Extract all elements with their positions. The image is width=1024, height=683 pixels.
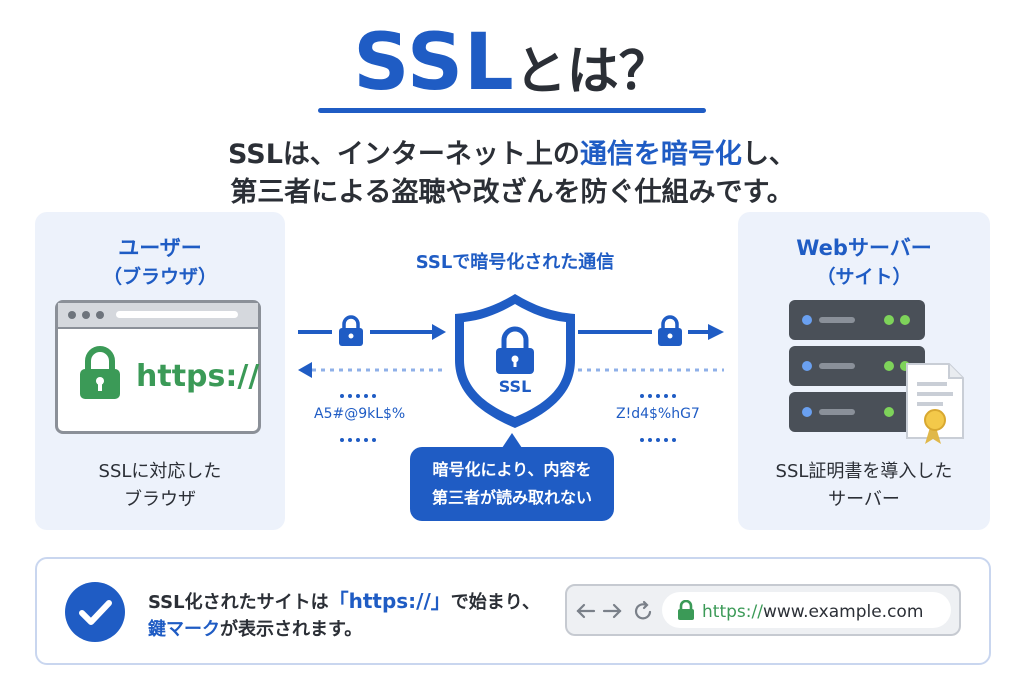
browser-url-bar — [116, 311, 238, 318]
summary-https: 「https://」 — [328, 589, 451, 613]
server-panel-caption-1: SSL証明書を導入した — [775, 461, 953, 482]
lock-icon — [658, 315, 682, 346]
summary-lock-mark: 鍵マーク — [148, 619, 220, 640]
user-panel-caption-1: SSLに対応した — [98, 461, 222, 482]
browser-title-bar — [58, 303, 258, 329]
shield-label: SSL — [498, 377, 532, 396]
check-icon — [65, 582, 125, 642]
url-field[interactable] — [662, 592, 951, 628]
back-arrow-icon — [576, 603, 596, 619]
cipher-text-left: A5#@9kL$% — [314, 406, 406, 422]
title-suffix: とは？ — [514, 42, 671, 102]
url-scheme: https:// — [702, 602, 763, 622]
subtitle-text: し、 — [741, 139, 796, 170]
certificate-icon — [906, 363, 964, 444]
url-host: www.example.com — [762, 602, 924, 622]
user-panel-title: ユーザー — [118, 236, 202, 260]
browser-https-text: https:// — [136, 359, 260, 394]
info-bubble: 暗号化により、内容を 第三者が読み取れない — [410, 447, 614, 521]
bubble-line1: 暗号化により、内容を — [432, 460, 592, 479]
title-ssl: SSL — [353, 18, 515, 108]
subtitle-highlight: 通信を暗号化 — [579, 139, 742, 170]
summary-line1: SSL化されたサイトは「https://」で始まり、 — [148, 585, 540, 614]
subtitle-text: SSLは、インターネット上の — [228, 139, 580, 170]
url-text: https://www.example.com — [702, 602, 923, 622]
window-dot — [68, 311, 76, 319]
summary-line2: 鍵マークが表示されます。 — [148, 615, 362, 641]
summary-text: が表示されます。 — [220, 619, 363, 640]
encrypted-comm-label: SSLで暗号化された通信 — [415, 252, 615, 273]
shield-icon — [455, 294, 575, 428]
user-panel-subtitle: （ブラウザ） — [102, 266, 217, 288]
cipher-text-right: Z!d4$%hG7 — [616, 406, 700, 422]
server-icon — [789, 300, 964, 444]
browser-window: https:// — [55, 300, 261, 434]
subtitle-line1: SSLは、インターネット上の通信を暗号化し、 — [0, 132, 1024, 171]
nav-buttons — [576, 600, 652, 620]
summary-text: で始まり、 — [450, 592, 541, 613]
user-panel-caption-2: ブラウザ — [124, 489, 196, 510]
summary-text: SSL化されたサイトは — [148, 592, 329, 613]
reload-icon — [634, 600, 652, 620]
server-panel-caption-2: サーバー — [828, 489, 900, 510]
window-dot — [82, 311, 90, 319]
window-dot — [96, 311, 104, 319]
communication-diagram — [298, 294, 724, 442]
server-panel-title: Webサーバー — [796, 236, 932, 260]
lock-icon — [80, 346, 120, 399]
lock-icon — [339, 315, 363, 346]
title-underline — [318, 108, 706, 113]
lock-icon — [678, 600, 694, 620]
forward-arrow-icon — [602, 603, 622, 619]
bubble-tail — [502, 433, 522, 448]
server-panel-subtitle: （サイト） — [816, 266, 912, 288]
bubble-line2: 第三者が読み取れない — [431, 488, 592, 507]
subtitle-line2: 第三者による盗聴や改ざんを防ぐ仕組みです。 — [230, 177, 794, 208]
page-title: SSLとは？ — [0, 18, 1024, 108]
